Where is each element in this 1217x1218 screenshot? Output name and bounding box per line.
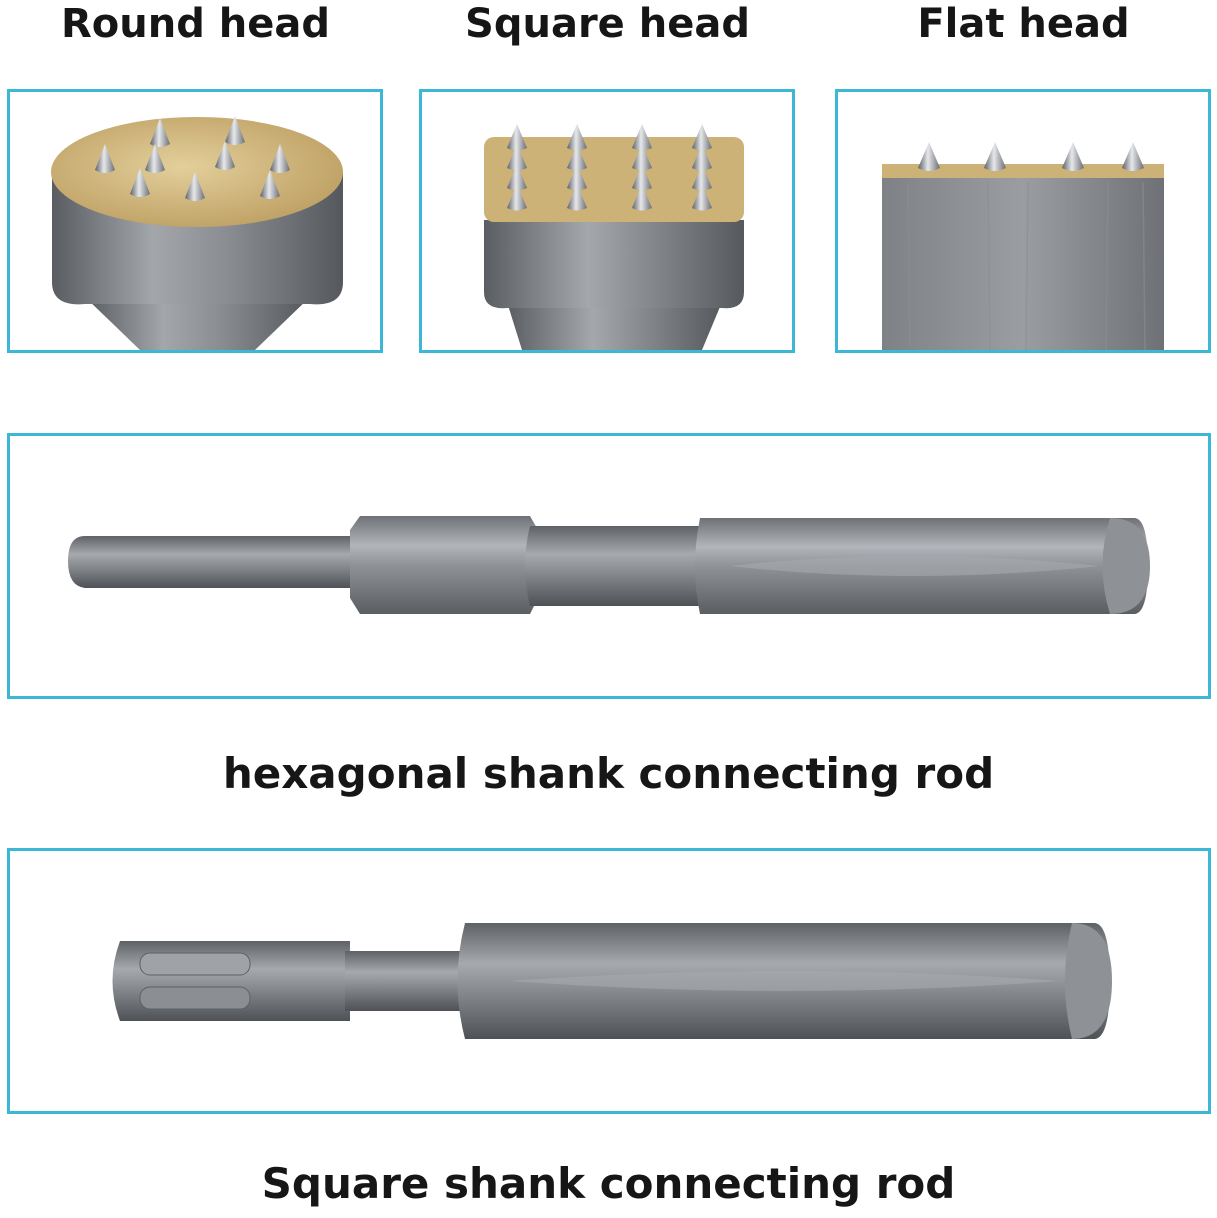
round-head-label: Round head — [60, 1, 331, 47]
hex-shank-rod-icon — [68, 516, 1150, 614]
round-head-panel — [7, 89, 383, 353]
square-shank-rod-panel — [7, 848, 1211, 1114]
hex-shank-rod-panel — [7, 433, 1211, 699]
flat-bushing-head-icon — [882, 142, 1164, 350]
square-shank-rod-icon — [112, 923, 1112, 1039]
flat-head-panel — [835, 89, 1211, 353]
hex-shank-rod-label: hexagonal shank connecting rod — [222, 749, 995, 798]
round-bushing-head-icon — [51, 116, 343, 350]
flat-head-label: Flat head — [917, 1, 1130, 47]
square-bushing-head-icon — [484, 124, 744, 350]
square-head-panel — [419, 89, 795, 353]
square-head-label: Square head — [465, 1, 750, 47]
square-shank-rod-label: Square shank connecting rod — [261, 1159, 956, 1208]
